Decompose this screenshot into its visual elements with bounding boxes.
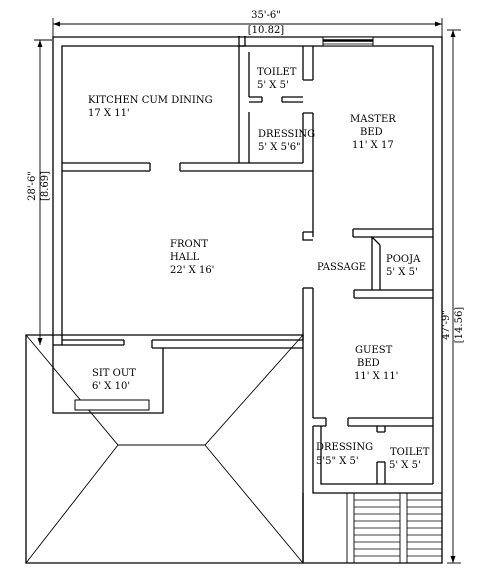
kitchen-name: KITCHEN CUM DINING [88, 95, 213, 106]
sit-out-name: SIT OUT [92, 368, 136, 379]
room-pooja: POOJA 5' X 5' [386, 254, 421, 278]
room-front-hall: FRONT HALL 22' X 16' [170, 239, 214, 276]
width-ft-label: 35'-6" [251, 10, 281, 21]
room-sit-out: SIT OUT 6' X 10' [92, 368, 136, 392]
guest-bed-walls [312, 417, 442, 494]
right-ft-label: 47'-9" [441, 310, 452, 340]
pooja-name: POOJA [386, 254, 421, 265]
room-dressing-bottom: DRESSING 5'5" X 5' [316, 442, 373, 467]
room-dressing-top: DRESSING 5' X 5'6" [258, 129, 315, 153]
kitchen-hall-wall [62, 162, 230, 172]
outer-walls [52, 36, 443, 493]
toilet-top-walls [230, 46, 314, 241]
right-dimension: 47'-9" [14.56] [441, 29, 465, 564]
room-kitchen: KITCHEN CUM DINING 17 X 11' [88, 95, 213, 119]
master-bed-size: 11' X 17 [352, 140, 394, 151]
sit-out-size: 6' X 10' [92, 381, 130, 392]
room-toilet-bottom: TOILET 5' X 5' [389, 447, 430, 471]
kitchen-right-wall [238, 36, 250, 163]
room-master-bed: MASTER BED 11' X 17 [350, 114, 396, 151]
guest-bed-size: 11' X 11' [354, 371, 398, 382]
front-hall-size: 22' X 16' [170, 265, 214, 276]
left-ft-label: 28'-6" [27, 171, 38, 201]
front-hall-name-2: HALL [170, 252, 200, 263]
toilet-bottom-name: TOILET [390, 447, 430, 458]
guest-bed-name-1: GUEST [355, 345, 393, 356]
dressing-bottom-size: 5'5" X 5' [316, 456, 359, 467]
hall-bottom-wall [52, 339, 303, 414]
master-bed-name-1: MASTER [350, 114, 396, 125]
room-passage: PASSAGE [317, 262, 366, 273]
room-toilet-top: TOILET 5' X 5' [257, 67, 297, 91]
dressing-top-size: 5' X 5'6" [258, 142, 301, 153]
passage-name: PASSAGE [317, 262, 366, 273]
pooja-size: 5' X 5' [386, 267, 418, 278]
sit-out-step [74, 399, 150, 411]
dressing-bottom-name: DRESSING [316, 442, 373, 453]
left-m-label: [8.69] [40, 171, 51, 201]
kitchen-size: 17 X 11' [88, 108, 130, 119]
staircase [302, 493, 443, 564]
right-m-label: [14.56] [454, 307, 465, 344]
hall-right-wall [302, 287, 314, 418]
guest-bed-name-2: BED [357, 358, 380, 369]
left-dimension: 28'-6" [8.69] [27, 39, 52, 345]
width-m-label: [10.82] [248, 25, 285, 36]
master-bed-name-2: BED [360, 127, 383, 138]
master-bed-walls [352, 228, 433, 299]
roof [25, 334, 304, 564]
toilet-top-name: TOILET [257, 67, 297, 78]
toilet-top-size: 5' X 5' [257, 80, 289, 91]
room-guest-bed: GUEST BED 11' X 11' [354, 345, 398, 382]
top-dimension: 35'-6" [10.82] [52, 10, 443, 38]
front-hall-name-1: FRONT [170, 239, 208, 250]
dressing-top-name: DRESSING [258, 129, 315, 140]
toilet-bottom-size: 5' X 5' [389, 460, 421, 471]
